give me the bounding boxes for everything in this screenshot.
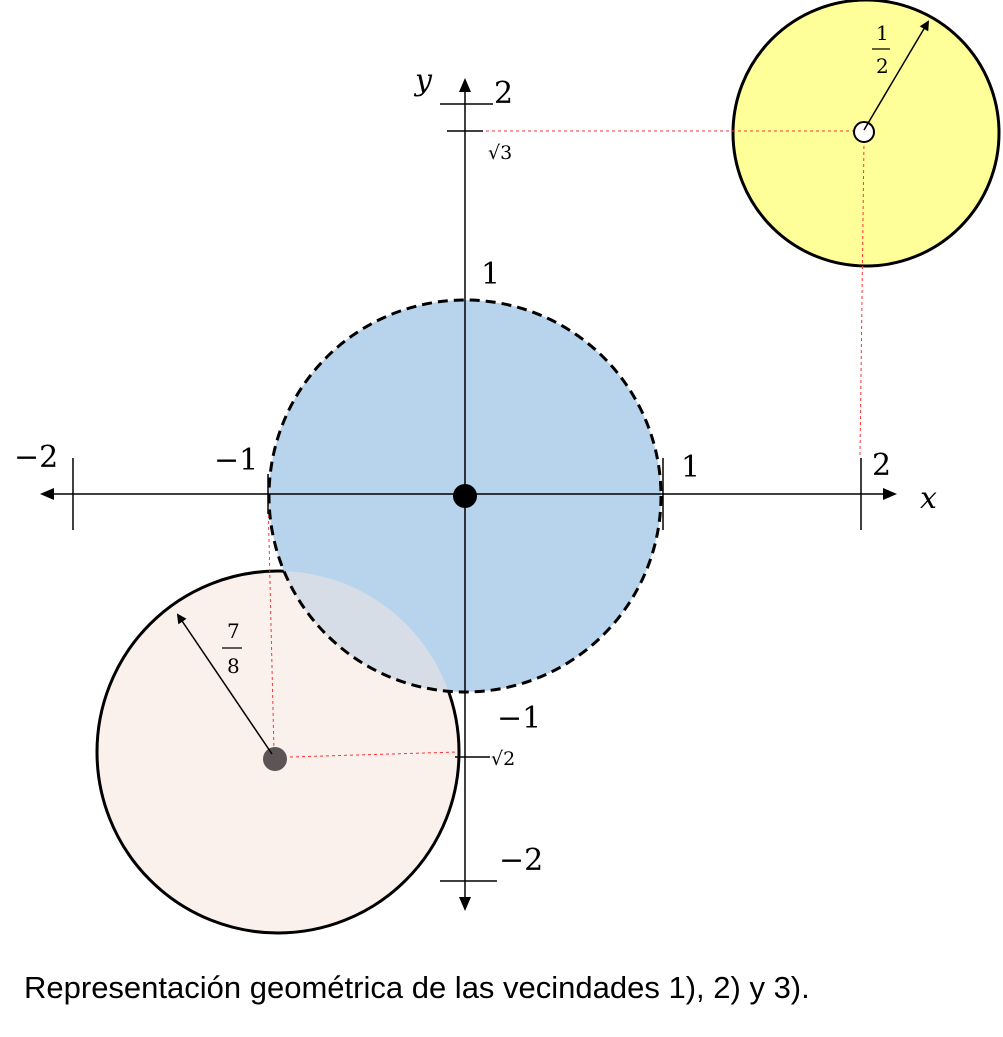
y-tick-label-1: 1 <box>481 257 500 292</box>
x-tick-label-1: 1 <box>681 450 700 485</box>
y-tick-label-minus1: −1 <box>497 701 541 736</box>
minus1-guide-line <box>267 496 275 753</box>
figure-caption: Representación geométrica de las vecinda… <box>24 970 810 1005</box>
peach-radius-arrow <box>176 613 273 755</box>
guide-lines <box>267 130 865 758</box>
x-tick-label-minus1: −1 <box>214 443 258 478</box>
peach-radius-numerator: 7 <box>227 619 240 643</box>
y-axis-label: y <box>413 63 433 98</box>
y-tick-label-minus2: −2 <box>499 843 543 878</box>
yellow-radius-arrow <box>863 20 930 131</box>
yellow-radius-numerator: 1 <box>876 21 889 45</box>
peach-center-point <box>263 747 287 771</box>
x-axis-right-arrow <box>883 488 897 500</box>
y-axis-top-arrow <box>459 78 471 92</box>
y-axis-bottom-arrow <box>459 897 471 911</box>
y-tick-marks <box>440 103 497 882</box>
blue-center-point <box>453 484 477 508</box>
yellow-center-point <box>853 121 875 143</box>
sqrt2-guide-line <box>289 751 459 758</box>
yellow-radius-denominator: 2 <box>876 54 889 78</box>
x-tick-label-minus2: −2 <box>14 440 58 475</box>
peach-radius-denominator: 8 <box>227 654 240 678</box>
x2-guide-line <box>859 139 865 456</box>
x-tick-label-2: 2 <box>872 448 891 483</box>
y-tick-label-2: 2 <box>494 76 513 111</box>
sqrt3-label: √3 <box>488 142 512 164</box>
x-axis-left-arrow <box>40 488 54 500</box>
x-axis-label: x <box>920 481 937 516</box>
sqrt2-label: √2 <box>491 748 515 770</box>
x-tick-marks <box>72 458 862 530</box>
